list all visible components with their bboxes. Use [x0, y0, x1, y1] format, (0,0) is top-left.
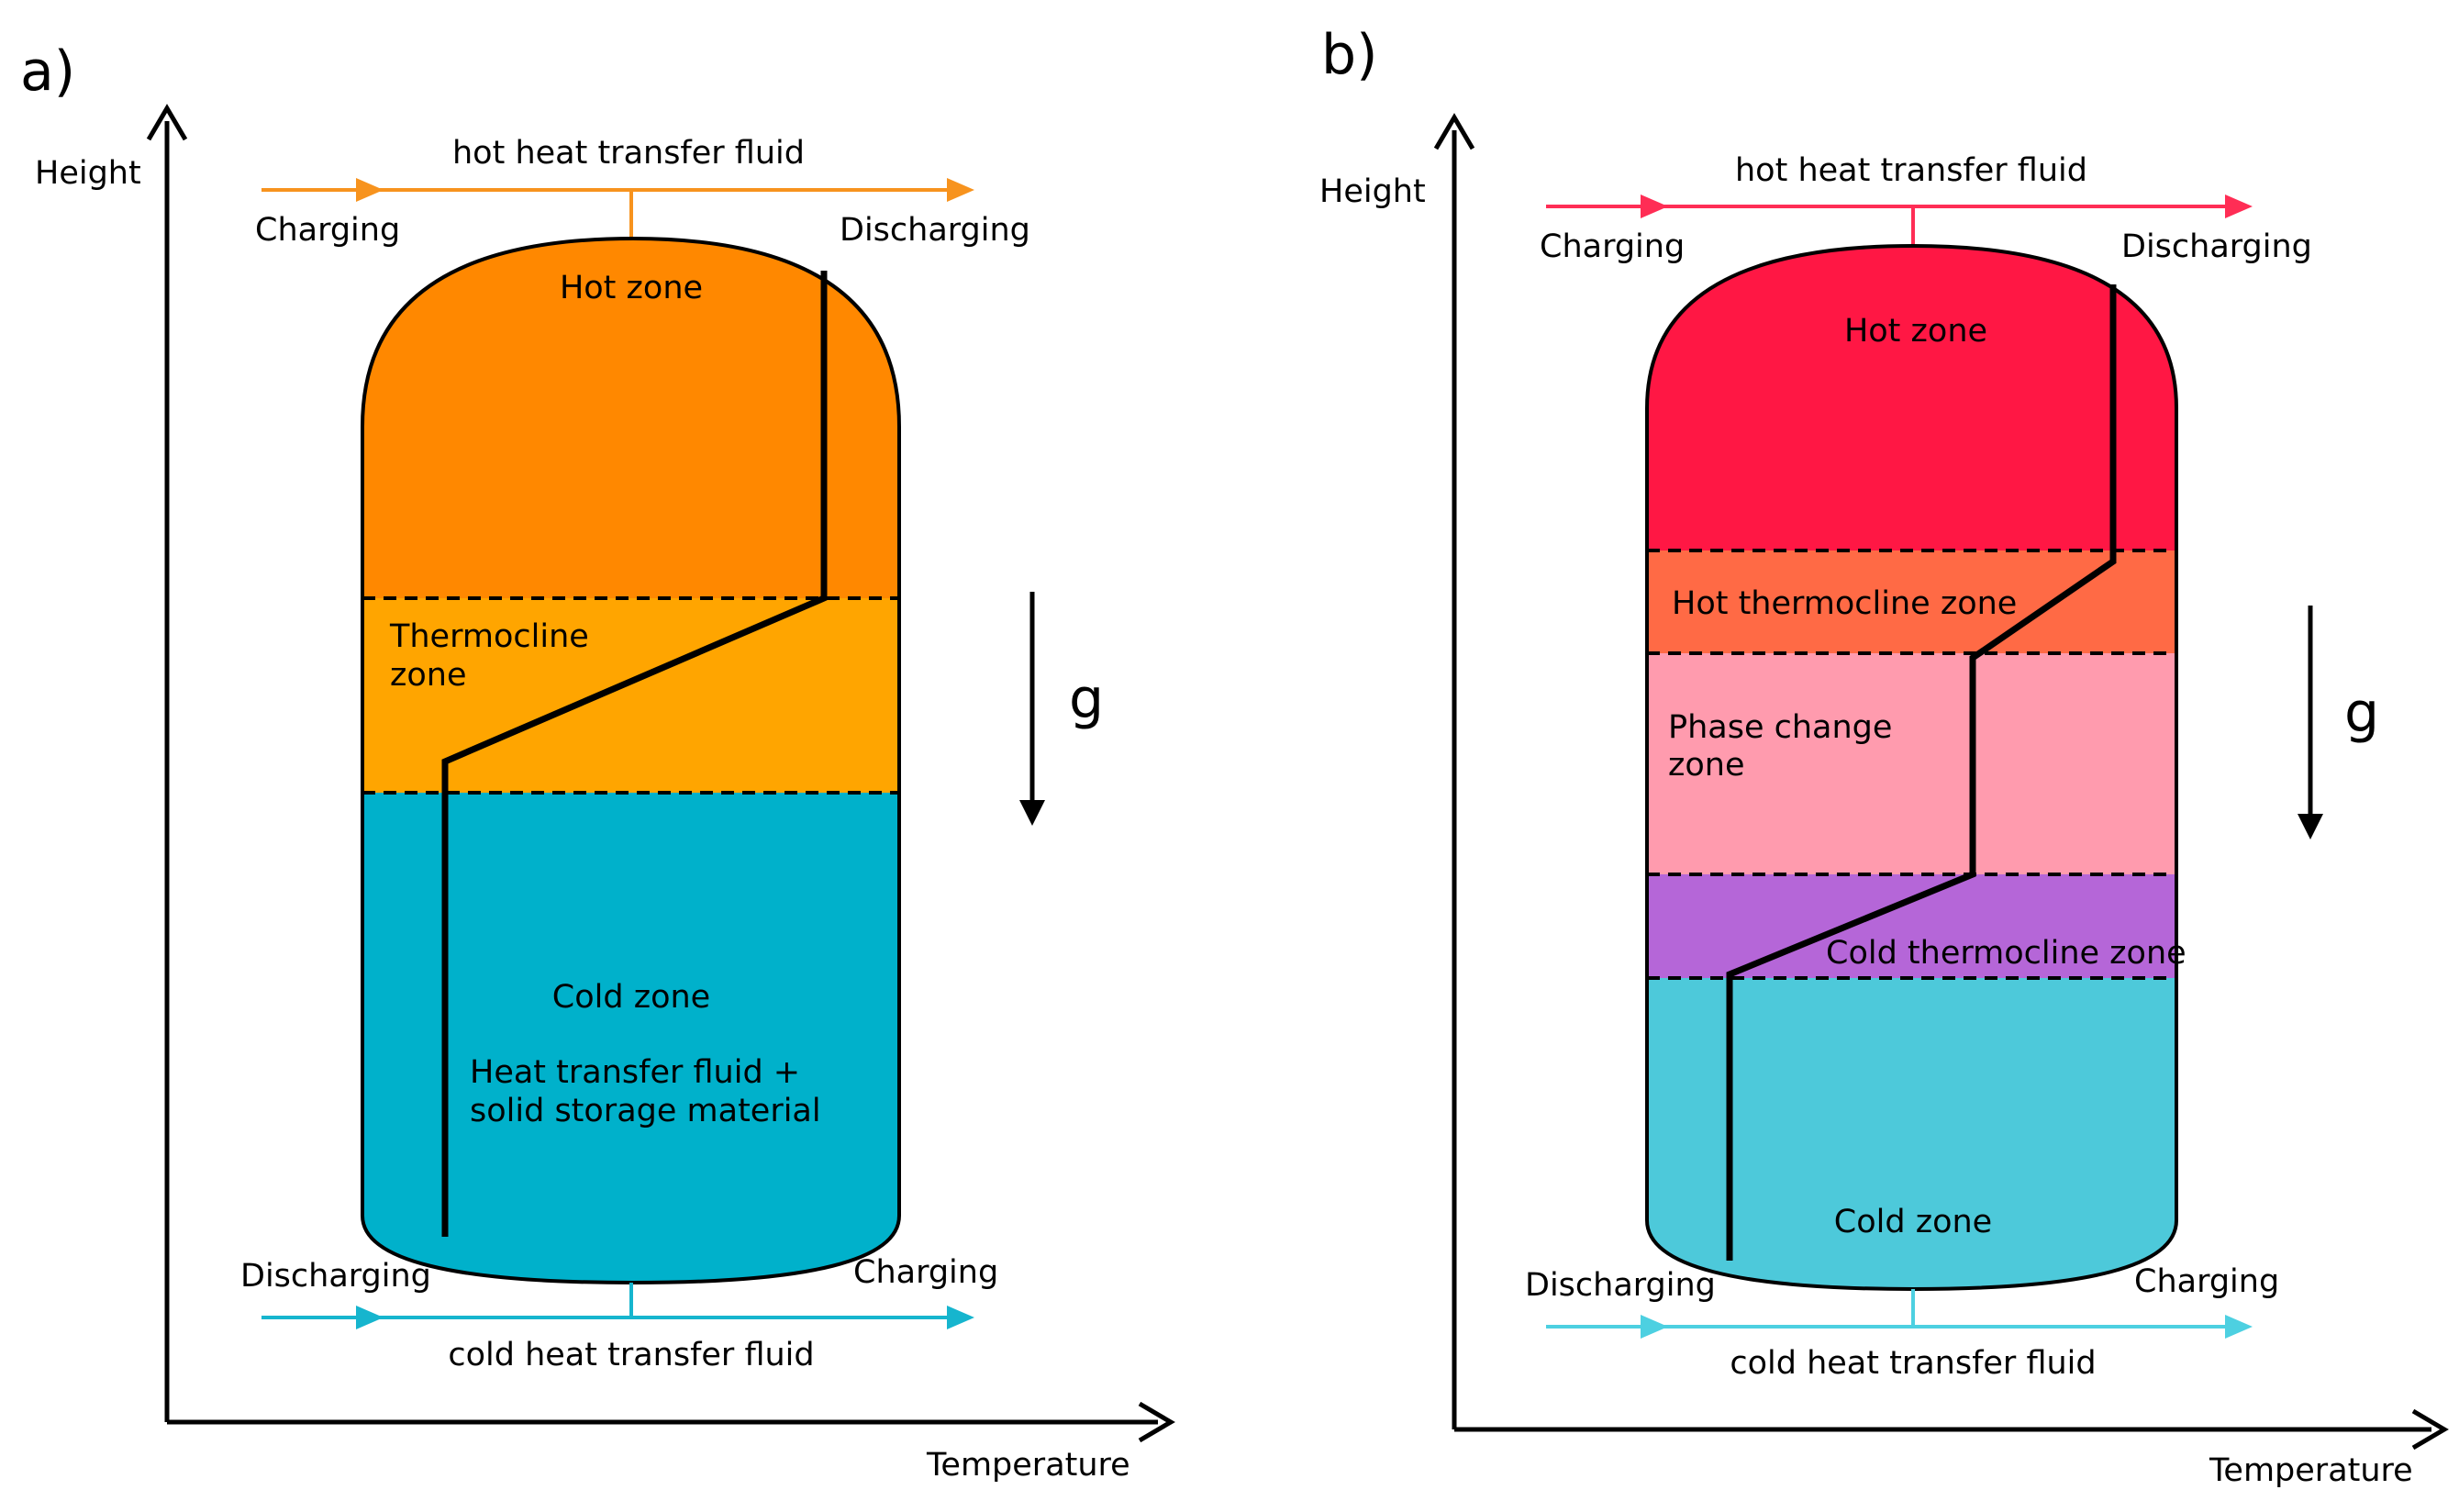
panel-b-phase-change-zone: [1647, 653, 2176, 874]
panel-a-x-axis-label: Temperature: [926, 1447, 1130, 1484]
panel-a: a) Height Temperature hot heat transfer …: [20, 39, 1175, 1484]
panel-b-gravity-label: g: [2344, 681, 2379, 745]
panel-b-hot-thermocline-label: Hot thermocline zone: [1672, 585, 2017, 622]
panel-a-cold-flow: [261, 1283, 974, 1329]
panel-b-hot-fluid-label: hot heat transfer fluid: [1735, 152, 2087, 189]
panel-a-cold-zone: [362, 793, 899, 1283]
panel-b-hot-flow: [1546, 195, 2253, 246]
panel-a-hot-flow-arrow-right: [947, 178, 974, 202]
panel-a-y-axis-label: Height: [35, 155, 141, 192]
panel-b-cold-flow-arrow-left: [1641, 1315, 1668, 1339]
panel-a-cold-flow-arrow-left: [356, 1306, 384, 1329]
panel-b-phase-change-label-line2: zone: [1668, 747, 1745, 784]
panel-a-top-right-label: Discharging: [840, 212, 1030, 249]
panel-b-cold-thermocline-label: Cold thermocline zone: [1826, 935, 2186, 972]
panel-a-thermocline-label-line1: Thermocline: [389, 618, 589, 655]
panel-b-top-right-label: Discharging: [2121, 228, 2312, 265]
panel-a-tank-zones: [362, 239, 899, 1283]
panel-a-label: a): [20, 39, 75, 104]
panel-b-gravity-arrow: [2298, 606, 2323, 839]
panel-a-bottom-left-label: Discharging: [240, 1258, 431, 1295]
panel-b-cold-zone: [1647, 978, 2176, 1289]
panel-a-hot-fluid-label: hot heat transfer fluid: [452, 135, 805, 172]
panel-a-temperature-profile: [441, 271, 828, 1237]
panel-a-axes: [146, 104, 1175, 1443]
panel-b-x-axis-label: Temperature: [2209, 1452, 2413, 1489]
panel-b-bottom-right-label: Charging: [2134, 1263, 2279, 1300]
panel-b-phase-change-label-line1: Phase change: [1668, 709, 1892, 746]
panel-a-hot-flow-arrow-left: [356, 178, 384, 202]
panel-a-cold-fluid-label: cold heat transfer fluid: [448, 1337, 814, 1373]
panel-b-cold-thermocline-zone: [1647, 874, 2176, 978]
panel-b-cold-flow-arrow-right: [2225, 1315, 2253, 1339]
panel-b-hot-zone: [1647, 246, 2176, 550]
panel-a-cold-flow-arrow-right: [947, 1306, 974, 1329]
panel-b-axes: [1433, 113, 2449, 1451]
panel-a-bottom-right-label: Charging: [853, 1254, 998, 1291]
panel-b-gravity-arrowhead: [2298, 814, 2323, 839]
panel-b-label: b): [1321, 23, 1378, 87]
panel-b-cold-zone-label: Cold zone: [1834, 1204, 1992, 1240]
panel-b-bottom-left-label: Discharging: [1525, 1267, 1716, 1304]
panel-a-cold-zone-label: Cold zone: [552, 979, 710, 1016]
panel-b-temperature-profile: [1726, 284, 2117, 1261]
panel-a-hot-flow: [261, 178, 974, 239]
panel-a-gravity-label: g: [1069, 667, 1104, 731]
panel-b-tank-outline: [1645, 243, 2178, 1292]
panel-b-hot-thermocline-zone: [1647, 550, 2176, 653]
panel-a-tank-outline: [361, 236, 901, 1285]
panel-a-top-left-label: Charging: [255, 212, 400, 249]
panel-b-y-axis-arrowhead: [1433, 113, 1475, 150]
panel-b-tank-zones: [1647, 246, 2176, 1289]
panel-a-material-label-line1: Heat transfer fluid +: [470, 1054, 800, 1091]
panel-a-gravity-arrowhead: [1019, 800, 1045, 826]
panel-b-cold-fluid-label: cold heat transfer fluid: [1730, 1345, 2096, 1382]
panel-b-y-axis-label: Height: [1319, 173, 1426, 210]
panel-b-top-left-label: Charging: [1540, 228, 1685, 265]
panel-b-hot-flow-arrow-right: [2225, 195, 2253, 218]
panel-b-hot-flow-arrow-left: [1641, 195, 1668, 218]
panel-a-material-label-line2: solid storage material: [470, 1093, 821, 1129]
panel-a-y-axis-arrowhead: [146, 104, 188, 141]
panel-a-x-axis-arrowhead: [1138, 1401, 1175, 1443]
panel-a-gravity-arrow: [1019, 592, 1045, 826]
panel-a-hot-zone: [362, 239, 899, 598]
panel-b-x-axis-arrowhead: [2411, 1408, 2449, 1451]
panel-a-hot-zone-label: Hot zone: [560, 270, 703, 306]
panel-b: b) Height Temperature hot heat transfer …: [1319, 23, 2449, 1489]
panel-b-hot-zone-label: Hot zone: [1844, 313, 1987, 350]
panel-b-cold-flow: [1546, 1289, 2253, 1339]
panel-a-thermocline-label-line2: zone: [390, 657, 467, 694]
